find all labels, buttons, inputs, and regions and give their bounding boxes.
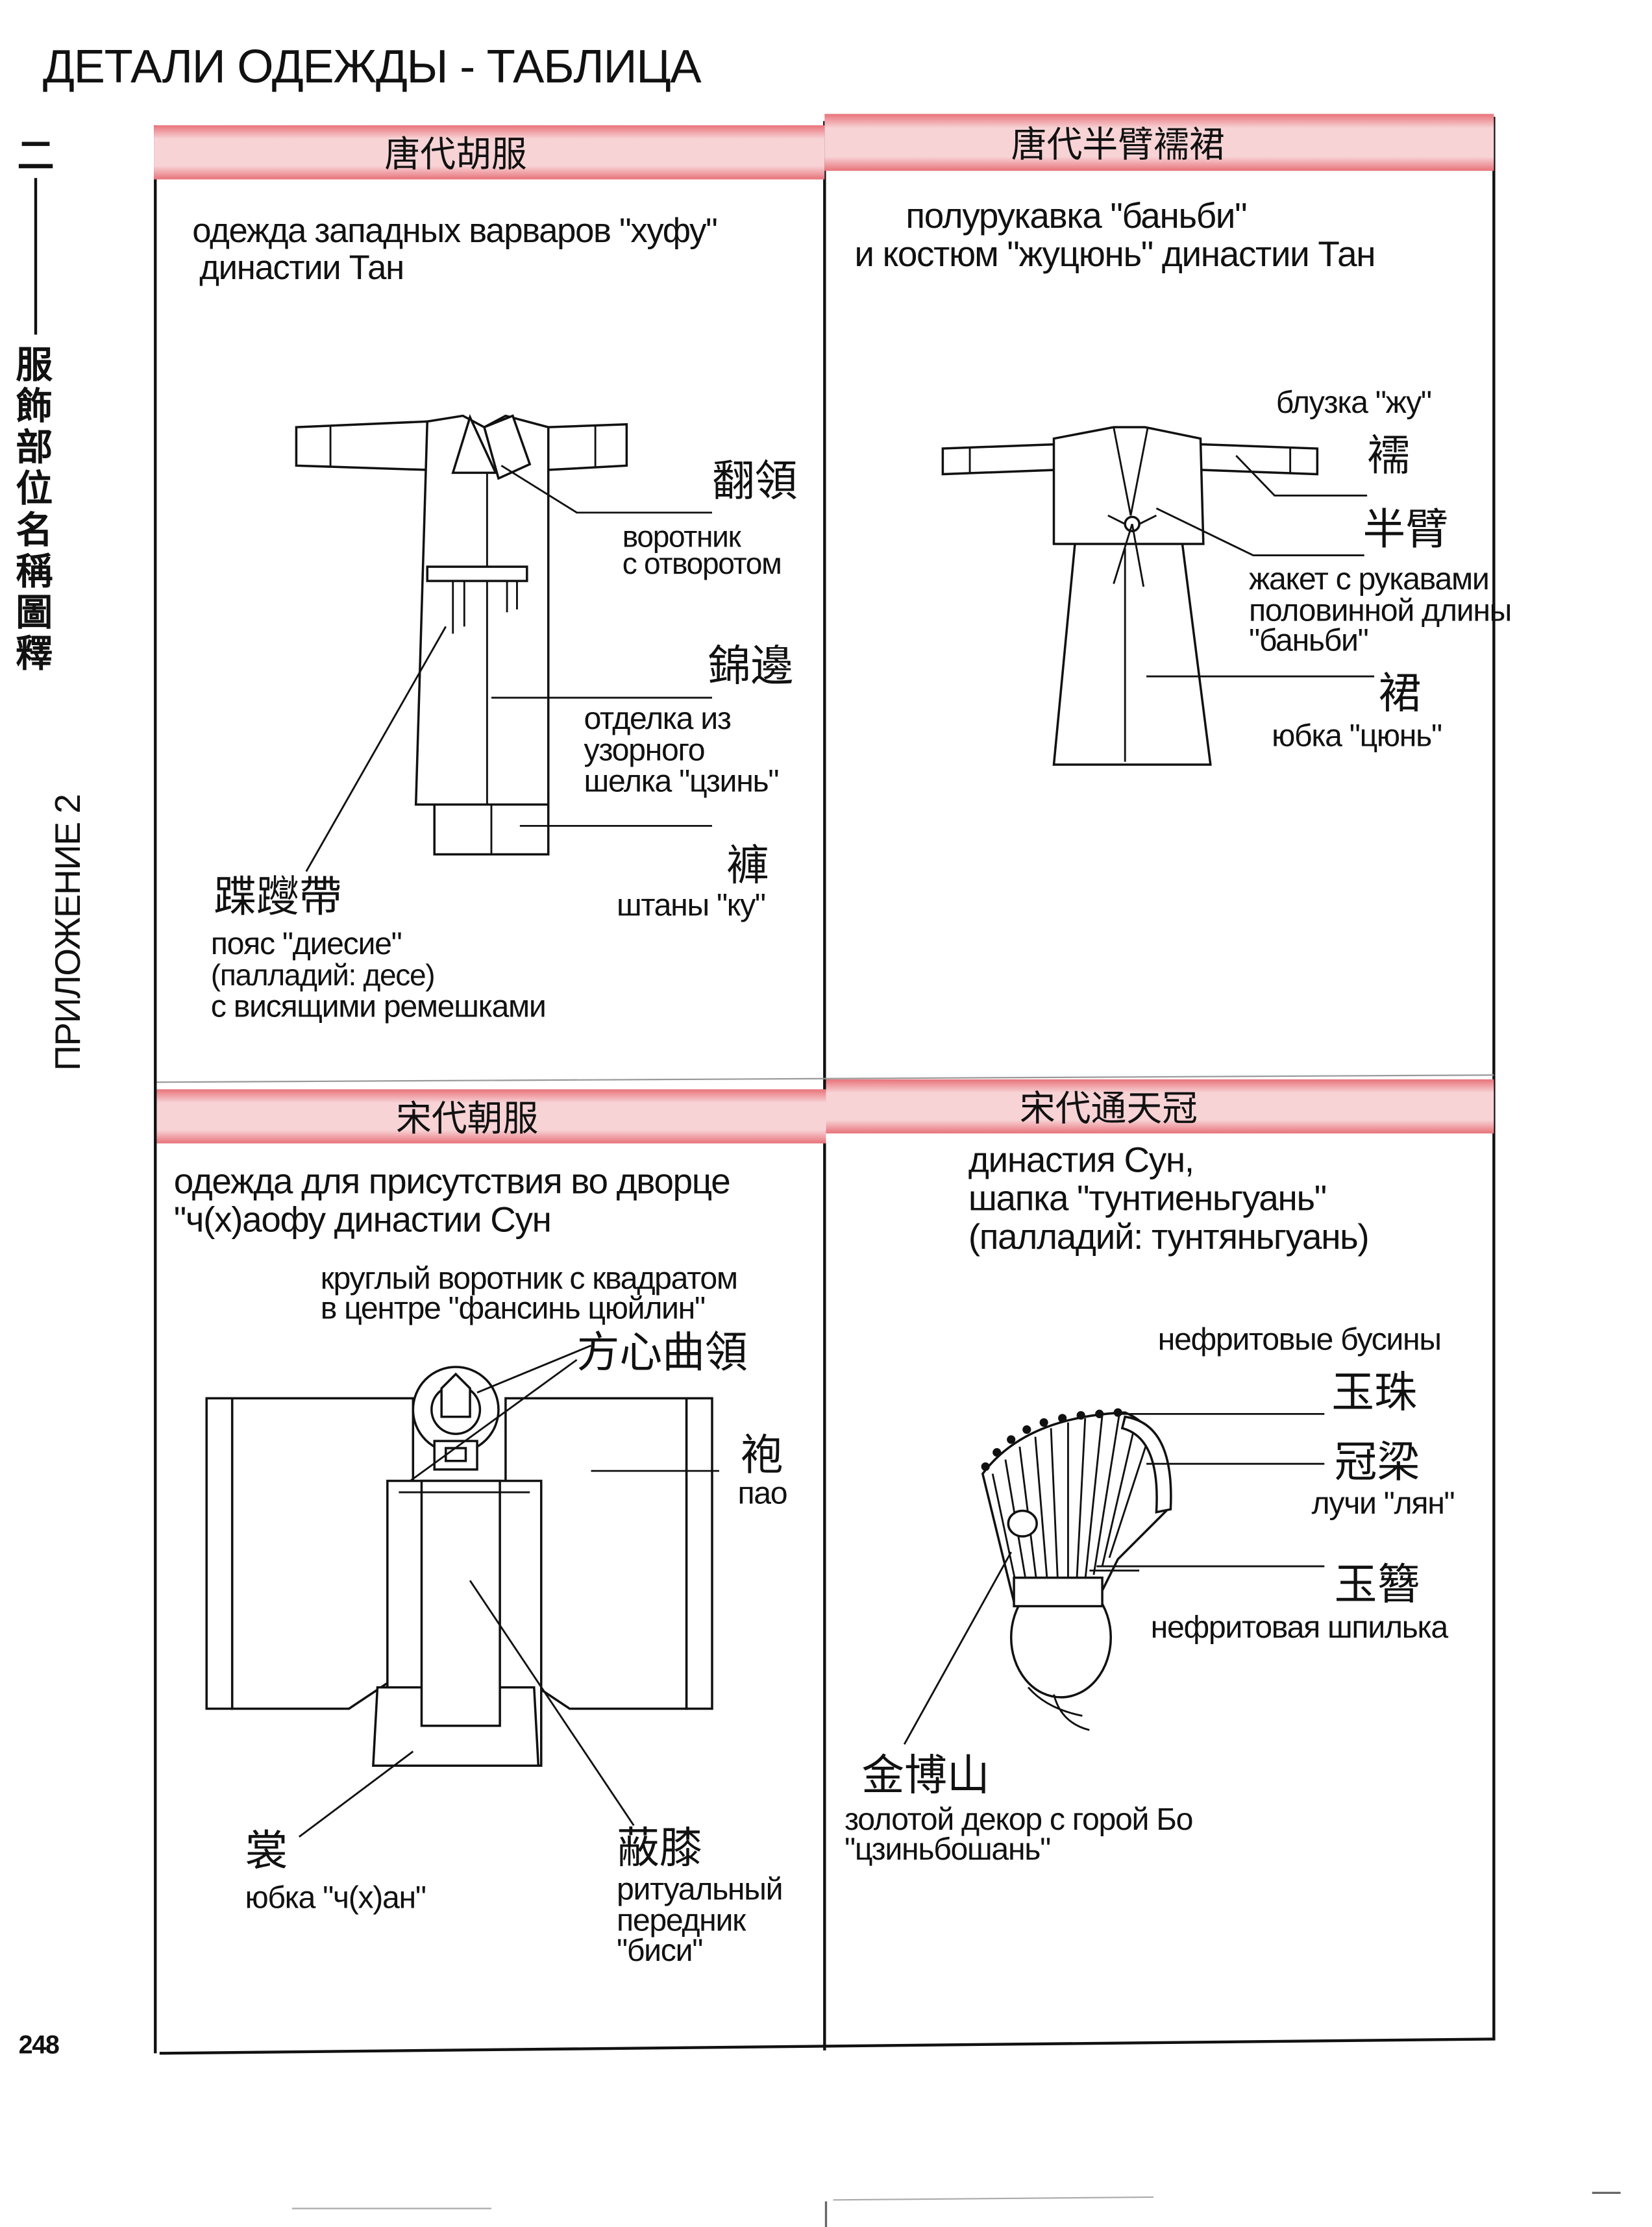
hufu-robe-drawing [295, 413, 628, 855]
label-ru: передник [617, 1903, 746, 1938]
label-cn: 蔽膝 [617, 1823, 702, 1873]
label-ru: "баньби" [1249, 623, 1368, 658]
label-ru: штаны "ку" [617, 888, 765, 923]
sidebar-char: 位 [16, 467, 53, 510]
panel-header-bar [156, 1089, 826, 1144]
label-ru: с отворотом [623, 547, 782, 580]
label-ru: блузка "жу" [1276, 385, 1431, 420]
sidebar-char: 釋 [16, 633, 53, 676]
label-cn: 翻領 [712, 456, 798, 506]
label-cn: 方心曲領 [577, 1327, 748, 1377]
sidebar-char: 部 [16, 426, 53, 469]
label-ru: золотой декор с горой Бо [844, 1802, 1192, 1837]
label-ru: половинной длины [1249, 593, 1511, 628]
panel-header-bar [826, 1079, 1494, 1134]
label-cn: 錦邊 [708, 641, 793, 691]
sidebar: 二 服 飾 部 位 名 稱 圖 釋 ПРИЛОЖЕНИЕ 2 [16, 134, 88, 1071]
label-cn: 裳 [245, 1826, 288, 1876]
label-ru: нефритовые бусины [1158, 1322, 1441, 1357]
label-cn: 半臂 [1363, 504, 1449, 554]
panel-header: 唐代半臂襦裙 [1011, 123, 1225, 165]
label-ru: шелка "цзинь" [584, 764, 779, 799]
label-cn: 冠梁 [1335, 1437, 1420, 1487]
crown-drawing [981, 1408, 1172, 1731]
sidebar-char: 圖 [16, 591, 53, 634]
label-ru: "биси" [617, 1933, 702, 1968]
panel-header: 宋代朝服 [396, 1098, 538, 1139]
label-ru: жакет с рукавами [1249, 561, 1488, 597]
panel-caption: династии Тан [199, 249, 404, 287]
panel-song-chaofu: 宋代朝服 одежда для присутствия во дворце "ч… [174, 1098, 788, 1968]
panel-caption: "ч(х)аофу династии Сун [174, 1200, 551, 1240]
panel-caption: одежда западных варваров "хуфу" [192, 212, 717, 250]
panel-header: 唐代胡服 [384, 134, 526, 175]
sidebar-char: 名 [16, 509, 53, 552]
panel-header-bar [824, 114, 1494, 171]
label-cn: 裙 [1379, 668, 1422, 718]
label-ru: (палладий: десе) [211, 958, 435, 992]
label-cn: 玉珠 [1331, 1367, 1417, 1417]
label-ru: воротник [623, 519, 742, 553]
page-title: ДЕТАЛИ ОДЕЖДЫ - ТАБЛИЦА [43, 40, 702, 93]
table [154, 114, 1496, 2055]
label-cn: 褲 [726, 841, 769, 891]
panel-header: 宋代通天冠 [1020, 1087, 1198, 1129]
label-ru: узорного [584, 732, 705, 767]
scan-marks [291, 2191, 1621, 2227]
label-cn: 袍 [741, 1430, 783, 1480]
panel-caption: полурукавка "баньби" [906, 195, 1246, 236]
panel-tang-hufu: 唐代胡服 одежда западных варваров "хуфу" дин… [192, 134, 797, 1024]
label-ru: в центре "фансинь цюйлин" [321, 1290, 705, 1325]
panel-caption: и костюм "жуцюнь" династии Тан [854, 234, 1375, 274]
label-cn: 金博山 [861, 1751, 989, 1801]
label-cn: 玉簪 [1335, 1560, 1420, 1610]
sidebar-char: 服 [16, 343, 53, 386]
page-number: 248 [19, 2030, 59, 2059]
panel-caption: одежда для присутствия во дворце [174, 1161, 730, 1201]
label-ru: с висящими ремешками [211, 989, 546, 1024]
label-ru: юбка "ч(х)ан" [245, 1880, 425, 1915]
panel-header-bar [154, 125, 825, 180]
panel-caption: шапка "тунтиеньгуань" [968, 1178, 1326, 1218]
label-ru: пояс "диесие" [211, 926, 402, 961]
panel-tang-banbi-ruqun: 唐代半臂襦裙 полурукавка "баньби" и костюм "жу… [854, 123, 1512, 766]
panel-caption: (палладий: тунтяньгуань) [968, 1216, 1369, 1257]
label-cn: 蹀躞帶 [214, 872, 341, 922]
appendix-label: ПРИЛОЖЕНИЕ 2 [47, 794, 88, 1071]
section-numeral: 二 [17, 134, 54, 177]
label-ru: ритуальный [617, 1871, 782, 1906]
label-ru: юбка "цюнь" [1272, 719, 1442, 754]
label-ru: "цзиньбошань" [844, 1832, 1050, 1867]
sidebar-char: 飾 [16, 385, 53, 428]
label-ru: круглый воротник с квадратом [321, 1261, 737, 1296]
panel-caption: династия Сун, [968, 1139, 1194, 1179]
ruqun-drawing [941, 426, 1319, 766]
label-ru: лучи "лян" [1312, 1486, 1455, 1521]
label-ru: пао [737, 1476, 787, 1511]
label-ru: нефритовая шпилька [1151, 1610, 1449, 1645]
sidebar-char: 稱 [16, 550, 53, 593]
label-cn: 襦 [1367, 430, 1410, 480]
panel-song-tongtianguan: 宋代通天冠 династия Сун, шапка "тунтиеньгуань… [844, 1087, 1455, 1867]
chaofu-drawing [205, 1366, 713, 1767]
label-ru: отделка из [584, 701, 731, 736]
